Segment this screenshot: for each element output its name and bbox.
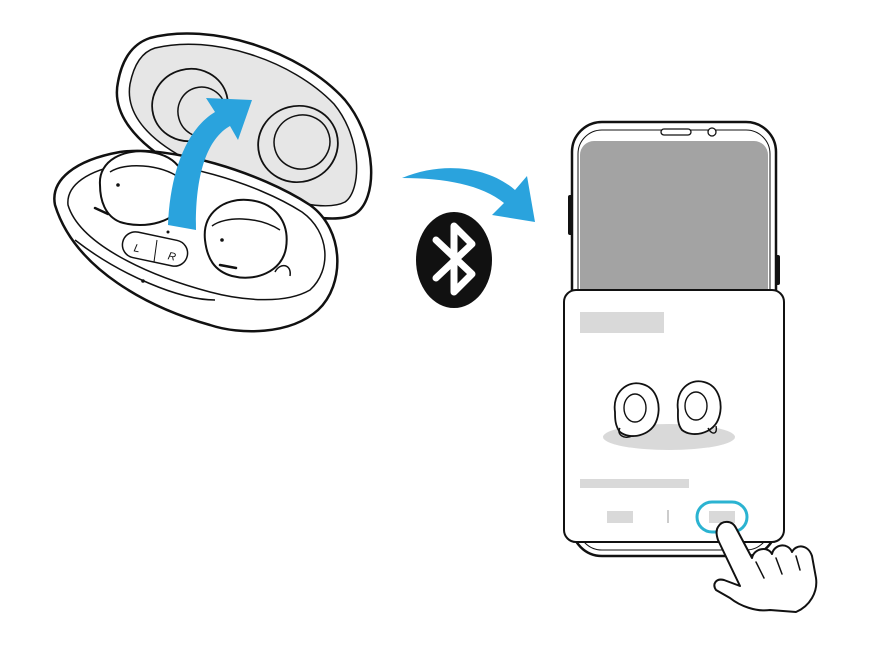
earbuds-graphic [603, 380, 735, 450]
phone-camera [707, 127, 717, 137]
pointing-hand-icon [713, 520, 818, 613]
lr-indicator: L R [121, 230, 189, 267]
case-led [141, 279, 145, 283]
left-label: L [133, 242, 141, 255]
curved-right-arrow-icon [402, 168, 535, 222]
popup-title-placeholder [580, 312, 664, 333]
phone-speaker [660, 128, 692, 136]
right-label: R [167, 250, 177, 263]
connect-button[interactable] [709, 511, 735, 523]
charging-case: L R [53, 32, 373, 333]
cancel-button[interactable] [607, 511, 633, 523]
pairing-popup [563, 289, 785, 543]
curved-up-arrow-icon [168, 98, 252, 230]
bluetooth-icon [416, 212, 492, 308]
popup-message-placeholder [580, 479, 689, 488]
right-earbud [203, 198, 291, 279]
